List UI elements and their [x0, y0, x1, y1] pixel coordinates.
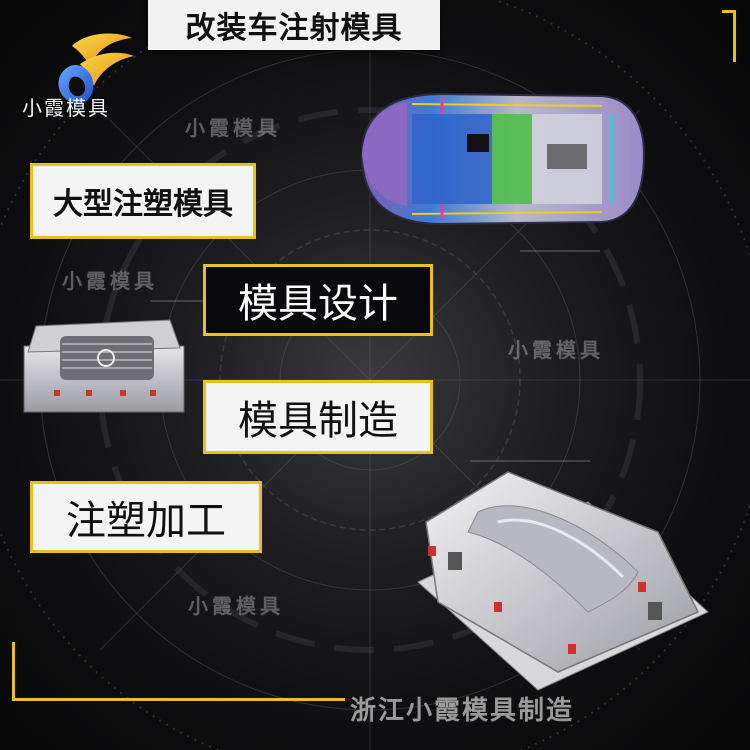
feature-processing: 注塑加工 — [30, 481, 262, 553]
title-banner: 改装车注射模具 — [148, 0, 440, 50]
feature-manufacturing-label: 模具制造 — [238, 398, 398, 444]
page-title: 改装车注射模具 — [185, 11, 403, 46]
watermark: 小霞模具 — [508, 338, 604, 362]
feature-design: 模具设计 — [203, 264, 433, 336]
feature-large-mold: 大型注塑模具 — [30, 163, 256, 239]
footer-company: 浙江小霞模具制造 — [350, 696, 575, 726]
feature-processing-label: 注塑加工 — [66, 498, 226, 544]
watermark: 小霞模具 — [62, 269, 158, 293]
watermark: 小霞模具 — [185, 116, 281, 140]
feature-design-label: 模具设计 — [238, 281, 398, 327]
watermark: 小霞模具 — [188, 594, 284, 618]
flame-swoosh-logo-icon — [58, 33, 134, 105]
front-grille-mold-image — [23, 319, 185, 413]
feature-large-mold-label: 大型注塑模具 — [53, 187, 233, 222]
feature-manufacturing: 模具制造 — [203, 380, 433, 454]
corner-bracket-bottom-left — [12, 642, 345, 701]
corner-bracket-top-right — [721, 10, 736, 62]
car-body-mold-image — [360, 92, 646, 226]
brand-name: 小霞模具 — [22, 96, 110, 120]
bumper-mold-image — [417, 471, 709, 691]
